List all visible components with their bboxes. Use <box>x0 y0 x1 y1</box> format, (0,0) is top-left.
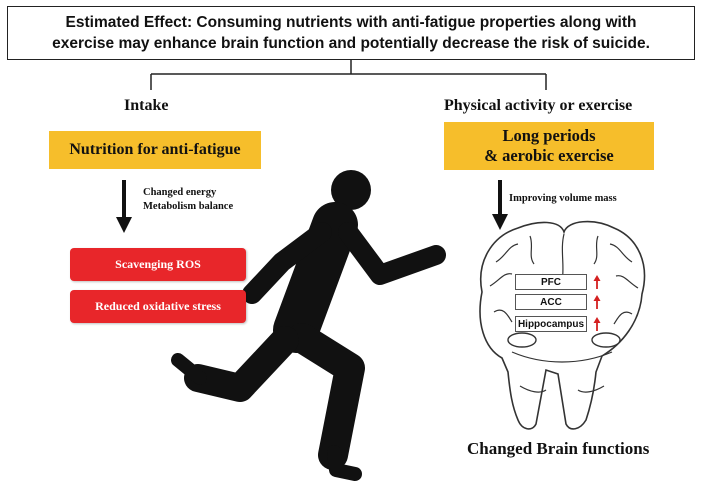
effect-title-line-1: Estimated Effect: Consuming nutrients wi… <box>65 14 637 31</box>
left-down-arrow-icon <box>116 180 132 233</box>
exercise-heading: Physical activity or exercise <box>444 97 633 114</box>
intake-heading: Intake <box>124 97 169 114</box>
energy-metabolism-label: Changed energy Metabolism balance <box>143 186 233 214</box>
energy-metabolism-line-2: Metabolism balance <box>143 201 234 212</box>
hippocampus-increase-arrow-icon <box>593 317 601 331</box>
effect-title-line-2: exercise may enhance brain function and … <box>52 35 650 52</box>
pfc-increase-arrow-icon <box>593 275 601 289</box>
right-down-arrow-icon <box>492 180 508 230</box>
brain-coronal-section-icon <box>479 220 646 430</box>
volume-mass-label: Improving volume mass <box>509 193 617 204</box>
reduced-oxidative-stress-box: Reduced oxidative stress <box>70 290 246 323</box>
hippocampus-label: Hippocampus <box>515 316 587 332</box>
energy-metabolism-line-1: Changed energy <box>143 187 217 198</box>
nutrition-box: Nutrition for anti-fatigue <box>49 131 261 169</box>
effect-title-box: Estimated Effect: Consuming nutrients wi… <box>7 6 695 60</box>
exercise-box-line-1: Long periods <box>502 126 596 145</box>
acc-label: ACC <box>515 294 587 310</box>
scavenging-ros-box: Scavenging ROS <box>70 248 246 281</box>
exercise-box: Long periods & aerobic exercise <box>444 122 654 170</box>
running-person-icon <box>171 170 446 481</box>
acc-increase-arrow-icon <box>593 295 601 309</box>
exercise-box-line-2: & aerobic exercise <box>484 146 614 165</box>
pfc-label: PFC <box>515 274 587 290</box>
branch-connector <box>150 60 547 90</box>
brain-functions-caption: Changed Brain functions <box>467 439 650 458</box>
increase-arrows <box>593 275 601 331</box>
